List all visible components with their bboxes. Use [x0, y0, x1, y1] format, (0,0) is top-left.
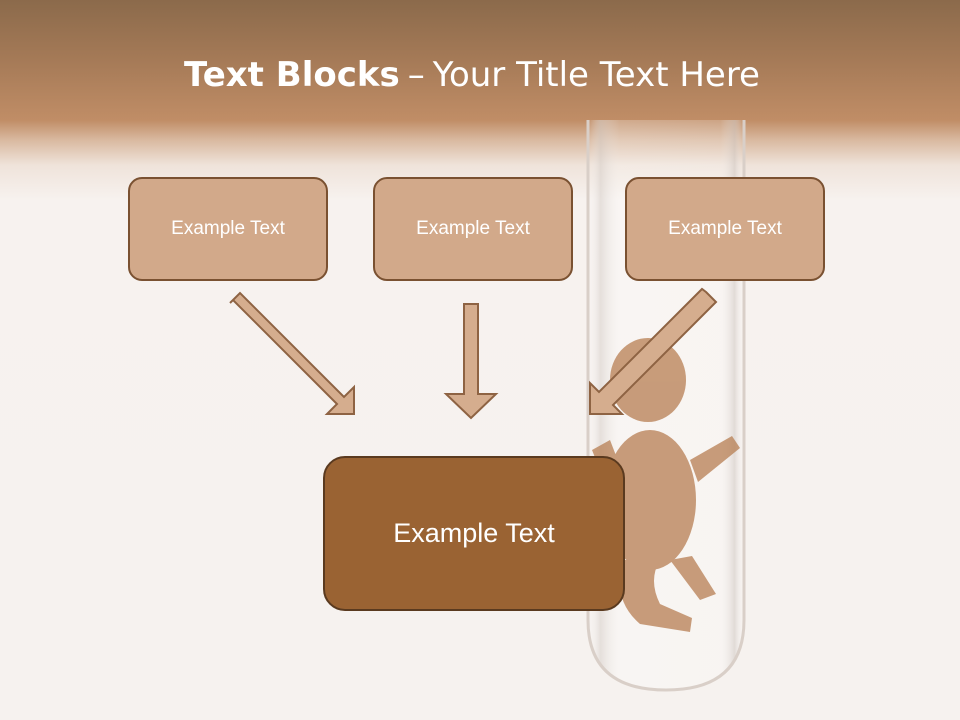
text-block-3-label: Example Text	[668, 218, 782, 239]
title-bold: Text Blocks	[184, 55, 400, 95]
title-rest: Your Title Text Here	[432, 55, 760, 95]
text-block-1[interactable]: Example Text	[128, 177, 328, 281]
arrow-down-left-icon	[589, 287, 718, 415]
text-block-3[interactable]: Example Text	[625, 177, 825, 281]
text-block-2-label: Example Text	[416, 218, 530, 239]
title-separator: –	[407, 55, 425, 95]
text-block-1-label: Example Text	[171, 218, 285, 239]
arrow-down-icon	[443, 303, 499, 420]
arrow-down-right-icon	[229, 291, 355, 415]
page-title: Text Blocks–Your Title Text Here	[0, 52, 944, 98]
center-text-block-label: Example Text	[393, 518, 555, 548]
baby-doll-shape	[592, 338, 740, 632]
text-block-2[interactable]: Example Text	[373, 177, 573, 281]
center-text-block[interactable]: Example Text	[323, 456, 625, 611]
